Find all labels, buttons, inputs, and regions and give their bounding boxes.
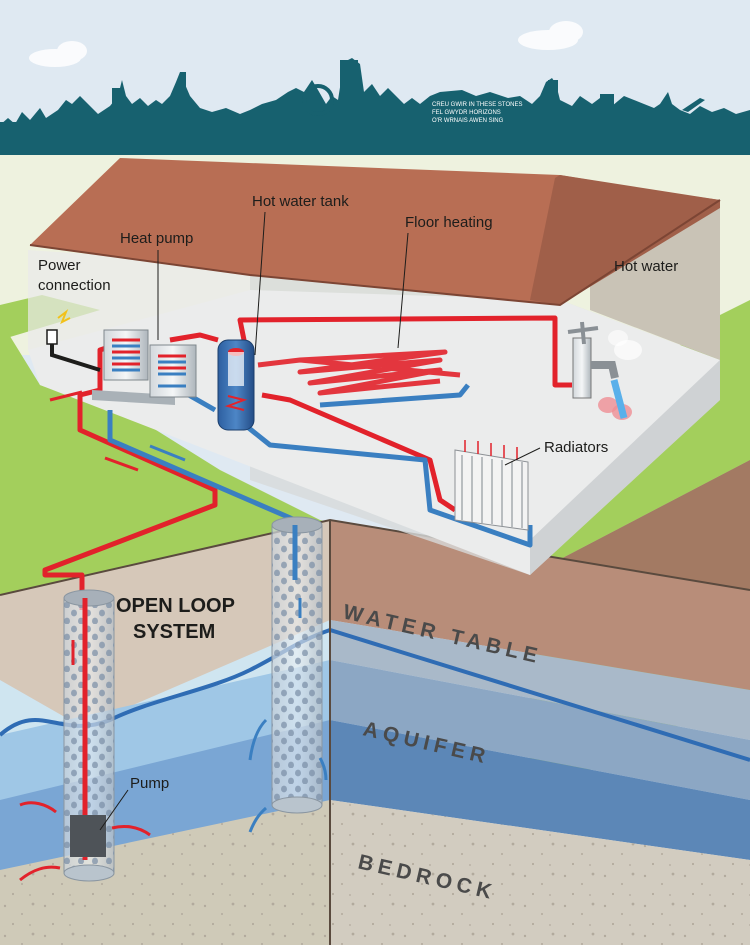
label-floor-heating: Floor heating — [405, 214, 493, 231]
label-pump: Pump — [130, 775, 169, 792]
clouds — [29, 21, 583, 67]
hot-water-pipes — [42, 315, 572, 610]
label-hot-water: Hot water — [614, 258, 678, 275]
label-system: SYSTEM — [133, 621, 215, 643]
underground-cutaway — [0, 460, 750, 945]
svg-text:O'R WRNAIS AWEN SING: O'R WRNAIS AWEN SING — [432, 118, 504, 124]
submersible-pump — [70, 815, 106, 857]
label-heat-pump: Heat pump — [120, 230, 193, 247]
hot-water-tank — [217, 339, 255, 431]
injection-well — [271, 516, 323, 814]
hot-water-tap — [567, 321, 642, 420]
flow-arrows — [19, 390, 328, 882]
svg-text:CREU GWIR IN THESE STONES: CREU GWIR IN THESE STONES — [432, 102, 522, 108]
label-radiators: Radiators — [544, 439, 608, 456]
grass-front — [0, 300, 750, 600]
label-open-loop: OPEN LOOP — [116, 595, 235, 617]
label-power-2: connection — [38, 277, 111, 294]
label-power-1: Power — [38, 257, 81, 274]
extraction-well — [63, 589, 115, 882]
welsh-inscription: CREU GWIR IN THESE STONES FEL GWYDR HORI… — [432, 102, 522, 124]
heat-pump — [92, 329, 197, 405]
svg-text:FEL GWYDR HORIZONS: FEL GWYDR HORIZONS — [432, 110, 501, 116]
label-hot-water-tank: Hot water tank — [252, 193, 349, 210]
radiator — [454, 440, 529, 531]
electricity-icon — [57, 309, 71, 325]
leader-lines — [99, 211, 541, 831]
power-connection — [46, 309, 101, 372]
house — [28, 158, 721, 575]
